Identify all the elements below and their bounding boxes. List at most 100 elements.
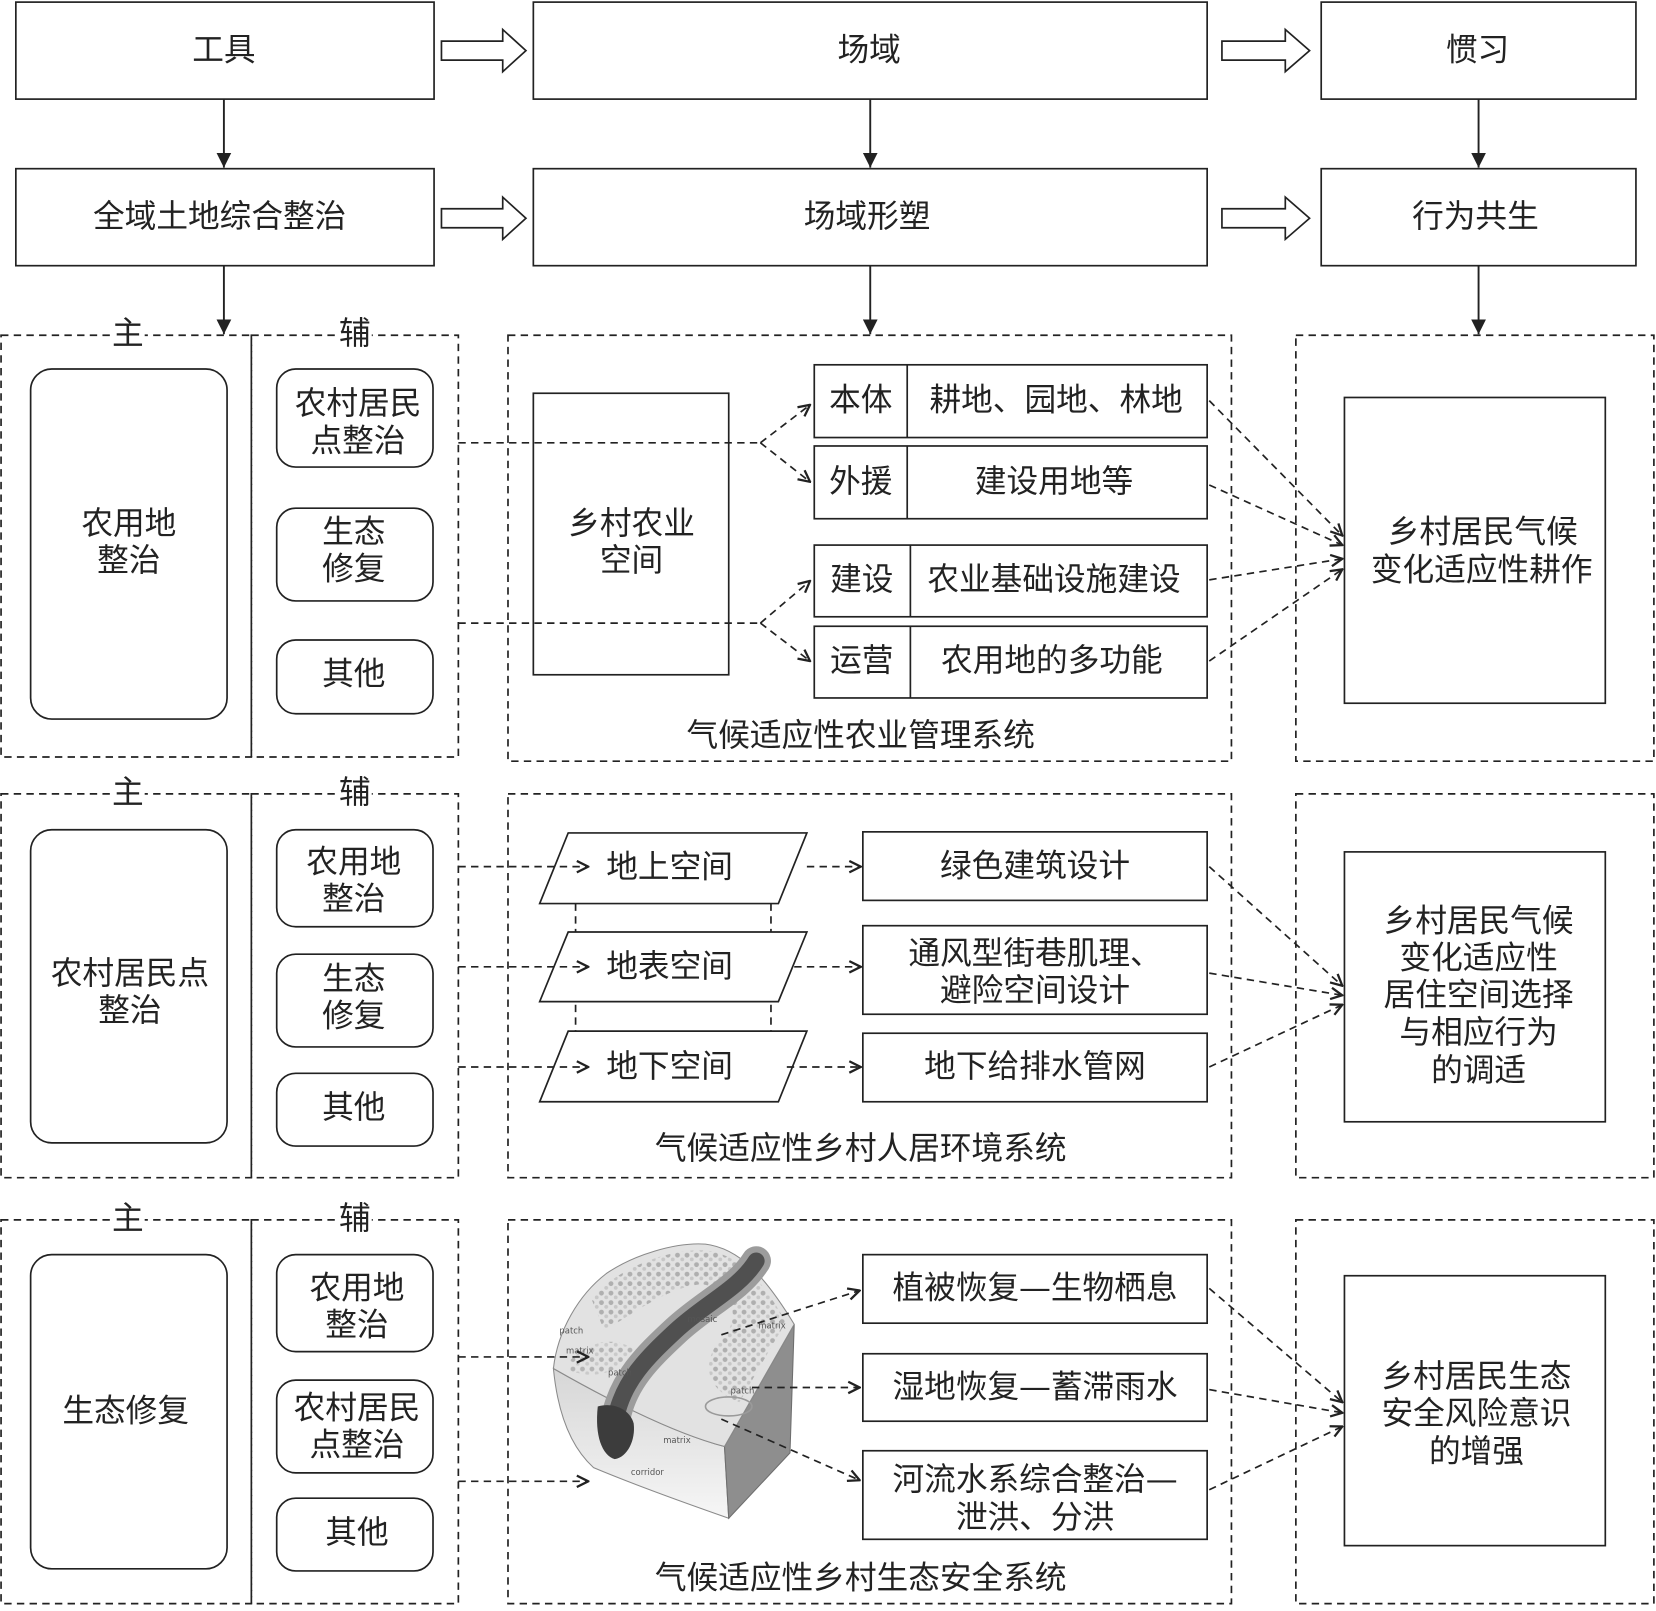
section-agriculture: 主 辅 农用地 整治 农村居民 点整治 生态 修复 其他 乡村农业 空间 本体 … [0,316,1655,763]
component-value: 农业基础设施建设 [927,562,1180,598]
main-label-bg [110,777,145,811]
aux-label: 辅 [339,316,371,352]
main-panel [0,793,253,1179]
land-consolidation-box [14,167,435,267]
layer-underground [538,1030,809,1103]
measure-box [862,831,1208,902]
measure-line: 地下给排水管网 [924,1049,1146,1085]
component-row [813,625,1208,699]
measure-box [862,924,1208,1016]
component-row [813,445,1208,520]
dashed-arrow [1208,1426,1342,1491]
measure-box [862,1253,1208,1325]
outcome-box [1343,851,1607,1123]
illustration-label: mosaic [687,1314,717,1324]
outcome-line: 乡村居民气候 [1384,903,1574,939]
component-row [813,363,1208,439]
second-row: 全域土地综合整治 场域形塑 行为共生 [14,167,1637,267]
measure-line: 通风型街巷肌理、 [908,936,1161,972]
main-item-box [29,1253,228,1570]
main-panel [0,334,253,758]
main-label-bg [110,318,145,353]
landscape-illustration: patch matrix patch mosaic matrix patch m… [552,1243,795,1520]
measure-line: 植被恢复—生物栖息 [892,1270,1177,1306]
dashed-arrow [1209,972,1342,995]
aux-label: 辅 [339,1201,371,1237]
system-panel [507,1219,1233,1605]
aux-item-box [275,828,434,928]
aux-item-box [275,368,434,468]
main-panel [0,1219,253,1605]
outcome-panel [1295,793,1655,1179]
component-row [813,544,1208,618]
dashed-arrow [1208,569,1342,662]
aux-item-line: 整治 [322,881,385,917]
field-label: 场域 [838,33,901,69]
dashed-arrow [1208,400,1342,536]
illustration-label: patch [559,1326,583,1336]
aux-item-line: 修复 [322,551,385,587]
aux-item-box [275,639,434,715]
behavior-symbiosis-label: 行为共生 [1412,199,1539,235]
component-value: 农用地的多功能 [941,643,1163,679]
dashed-arrow [759,442,810,482]
outcome-line: 安全风险意识 [1381,1396,1571,1432]
outcome-panel [1295,334,1655,763]
component-key: 本体 [829,383,892,419]
dashed-arrow [1208,1287,1342,1402]
aux-item-box [275,1072,434,1147]
component-key: 外援 [829,464,892,500]
aux-item-box [275,1497,434,1572]
illustration-label: patch [731,1386,755,1396]
layer-label: 地下空间 [606,1049,733,1085]
measure-line: 河流水系综合整治— [892,1462,1177,1498]
aux-item-box [275,953,434,1048]
aux-item-line: 点整治 [309,1427,404,1463]
field-box [532,1,1208,100]
space-box [532,392,730,676]
aux-item-box [275,1253,434,1353]
layer-above-ground [538,832,809,905]
component-value: 建设用地等 [975,464,1133,500]
top-row: 工具 场域 惯习 [14,1,1637,100]
main-item-line: 整治 [98,993,161,1029]
dashed-arrow [1209,1388,1342,1413]
illustration-label: matrix [663,1435,691,1445]
river-cross-section [597,1405,634,1460]
layer-label: 地上空间 [606,850,733,886]
wetland-patch [704,1396,753,1417]
outcome-line: 与相应行为 [1399,1015,1557,1051]
illustration-label: matrix [758,1320,786,1330]
main-label: 主 [112,316,144,352]
outcome-line: 变化适应性耕作 [1371,552,1593,588]
section-ecology: 主 辅 生态修复 农用地 整治 农村居民 点整治 其他 patch matrix… [0,1201,1655,1605]
river-corridor [607,1252,765,1427]
measure-line: 湿地恢复—蓄滞雨水 [892,1369,1177,1405]
system-title: 气候适应性乡村生态安全系统 [655,1560,1067,1596]
dashed-arrow [1208,484,1342,545]
component-key: 建设 [830,562,893,598]
aux-item-line: 农用地 [306,844,401,880]
habitus-box [1320,1,1637,100]
aux-item-line: 农村居民 [294,1391,421,1427]
measure-line: 避险空间设计 [940,973,1130,1009]
aux-label-bg [337,1202,372,1237]
outcome-box [1343,396,1607,705]
outcome-line: 乡村居民气候 [1388,514,1578,550]
dashed-arrow [759,622,810,661]
aux-item-line: 其他 [322,1090,385,1126]
hollow-right-arrow [1221,27,1311,74]
aux-item-line: 修复 [322,998,385,1034]
dashed-arrow [759,405,810,444]
main-label: 主 [112,1201,144,1237]
hollow-right-arrow [440,195,528,242]
aux-item-line: 点整治 [311,424,406,460]
habitus-label: 惯习 [1446,33,1509,69]
main-item-line: 农村居民点 [51,956,209,992]
main-item-line: 生态修复 [62,1394,189,1430]
measure-box [862,1352,1208,1423]
measure-box [862,1449,1208,1541]
main-item-line: 农用地 [81,506,176,542]
outcome-line: 乡村居民生态 [1381,1359,1571,1395]
illustration-label: corridor [631,1467,664,1477]
